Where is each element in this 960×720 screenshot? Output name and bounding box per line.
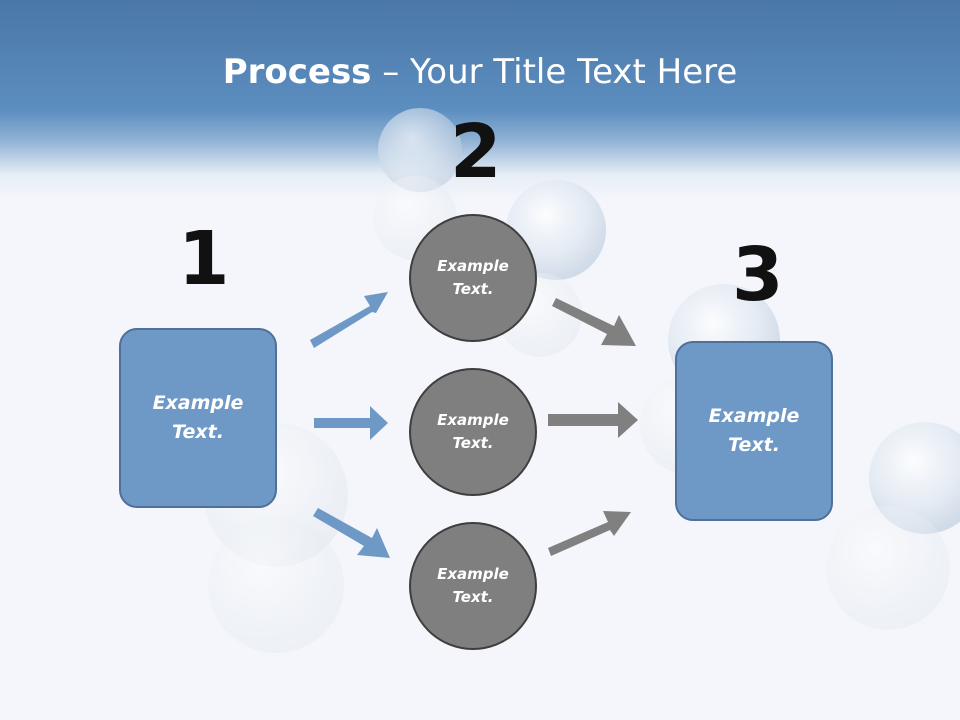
arrow-blue-up (310, 292, 388, 348)
step-3-box: Example Text. (675, 341, 833, 521)
step-2-circle-bottom: Example Text. (409, 522, 537, 650)
step-number-3: 3 (732, 232, 784, 318)
title-rest: – Your Title Text Here (371, 52, 738, 92)
step-1-box: Example Text. (119, 328, 277, 508)
header-band (0, 0, 960, 200)
step-number-1: 1 (178, 216, 230, 302)
page-title: Process – Your Title Text Here (0, 52, 960, 92)
circle-middle-label: Example Text. (437, 411, 509, 452)
step-1-box-label: Example Text. (152, 392, 244, 443)
arrow-blue-down (313, 508, 390, 558)
step-2-circle-top: Example Text. (409, 214, 537, 342)
circle-bottom-label: Example Text. (437, 565, 509, 606)
arrow-gray-up (548, 511, 631, 556)
circle-top-label: Example Text. (437, 257, 509, 298)
step-3-box-label: Example Text. (708, 405, 800, 456)
arrow-gray-down (552, 298, 636, 346)
arrow-blue-right (314, 406, 388, 440)
arrow-gray-right (548, 402, 638, 438)
step-2-circle-middle: Example Text. (409, 368, 537, 496)
step-number-2: 2 (450, 109, 502, 195)
title-bold: Process (222, 52, 372, 92)
